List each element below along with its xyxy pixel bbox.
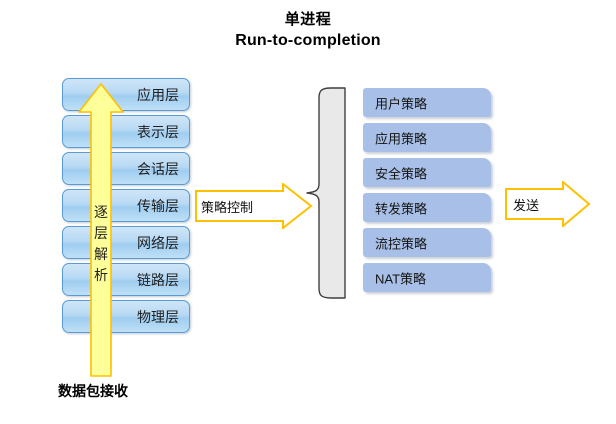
policy-item-security[interactable]: 安全策略 xyxy=(363,158,491,187)
osi-layer-presentation[interactable]: 表示层 xyxy=(62,115,190,148)
layer-parsing-arrow-label: 逐 层 解 析 xyxy=(77,202,125,286)
osi-layer-label: 会话层 xyxy=(137,160,179,177)
arrow-char-3: 解 xyxy=(94,246,108,262)
osi-layer-network[interactable]: 网络层 xyxy=(62,226,190,259)
policy-item-label: 转发策略 xyxy=(375,201,428,216)
arrow-char-2: 层 xyxy=(94,225,108,241)
policy-item-label: 流控策略 xyxy=(375,236,428,251)
osi-layer-label: 应用层 xyxy=(137,86,179,103)
osi-layer-label: 网络层 xyxy=(137,234,179,251)
policy-item-user[interactable]: 用户策略 xyxy=(363,88,491,117)
policy-item-label: NAT策略 xyxy=(375,271,427,286)
page-title: 单进程 Run-to-completion xyxy=(158,10,458,51)
policy-group-brace-icon xyxy=(305,86,347,300)
policy-control-label: 策略控制 xyxy=(201,199,254,215)
osi-layer-physical[interactable]: 物理层 xyxy=(62,300,190,333)
policy-list: 用户策略 应用策略 安全策略 转发策略 流控策略 NAT策略 xyxy=(363,88,491,298)
arrow-char-4: 析 xyxy=(94,267,108,283)
osi-layer-stack: 应用层 表示层 会话层 传输层 网络层 链路层 物理层 xyxy=(62,78,190,337)
policy-item-label: 应用策略 xyxy=(375,131,428,146)
osi-layer-label: 传输层 xyxy=(137,197,179,214)
title-line-en: Run-to-completion xyxy=(235,32,381,49)
osi-layer-transport[interactable]: 传输层 xyxy=(62,189,190,222)
policy-item-nat[interactable]: NAT策略 xyxy=(363,263,491,292)
osi-layer-label: 链路层 xyxy=(137,271,179,288)
policy-item-label: 安全策略 xyxy=(375,166,428,181)
send-label: 发送 xyxy=(513,197,540,213)
packet-receive-caption: 数据包接收 xyxy=(58,383,128,399)
osi-layer-label: 物理层 xyxy=(137,308,179,325)
osi-layer-datalink[interactable]: 链路层 xyxy=(62,263,190,296)
policy-item-application[interactable]: 应用策略 xyxy=(363,123,491,152)
osi-layer-label: 表示层 xyxy=(137,123,179,140)
policy-item-label: 用户策略 xyxy=(375,96,428,111)
send-arrow-icon: 发送 xyxy=(505,181,591,227)
osi-layer-session[interactable]: 会话层 xyxy=(62,152,190,185)
title-line-cn: 单进程 xyxy=(284,11,332,28)
policy-item-forwarding[interactable]: 转发策略 xyxy=(363,193,491,222)
arrow-char-1: 逐 xyxy=(94,204,108,220)
layer-parsing-up-arrow-icon: 逐 层 解 析 xyxy=(77,82,125,378)
policy-item-flow-control[interactable]: 流控策略 xyxy=(363,228,491,257)
policy-control-arrow-icon: 策略控制 xyxy=(195,183,313,229)
